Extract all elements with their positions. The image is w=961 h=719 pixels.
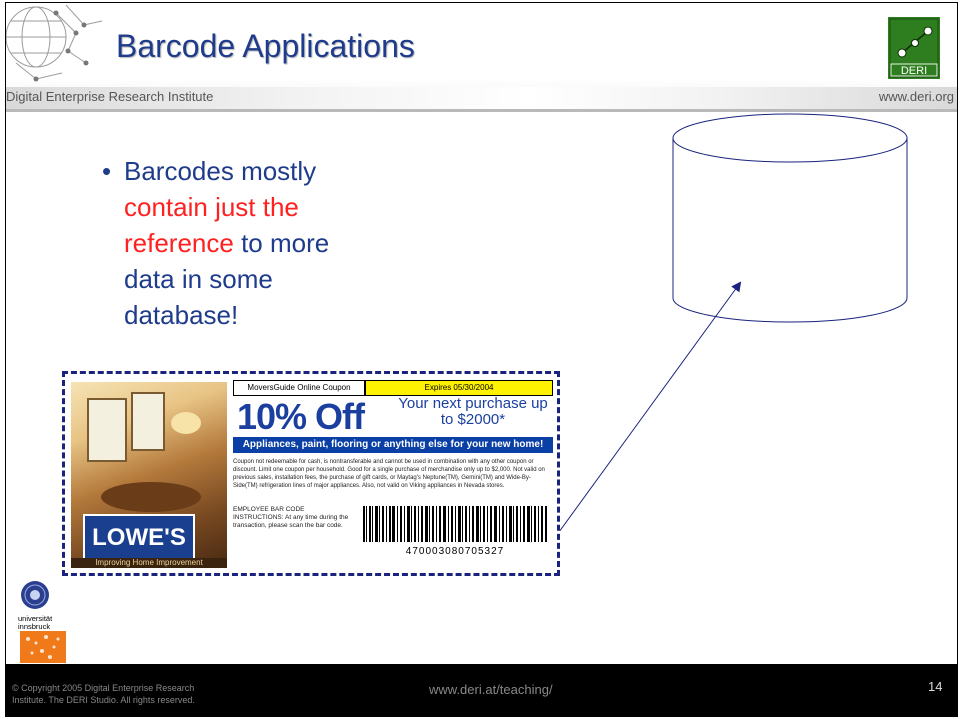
- university-innsbruck-logo: [20, 581, 66, 663]
- footer-copyright: © Copyright 2005 Digital Enterprise Rese…: [12, 682, 195, 706]
- coupon-fine-print: Coupon not redeemable for cash, is nontr…: [233, 459, 545, 489]
- reference-arrow: [550, 281, 742, 544]
- coupon-source: MoversGuide Online Coupon: [233, 380, 365, 396]
- slide-title: Barcode Applications: [116, 28, 415, 64]
- lowes-tagline: Improving Home Improvement: [71, 558, 227, 568]
- site-url: www.deri.org: [878, 89, 954, 104]
- bullet-text-plain-end: to more data in some database!: [124, 228, 330, 330]
- window-shape: [131, 392, 165, 451]
- database-cylinder-icon: [672, 113, 908, 323]
- bullet-point: • Barcodes mostly contain just the refer…: [102, 153, 384, 333]
- deri-logo: DERI: [888, 17, 940, 79]
- coupon: LOWE'S Improving Home Improvement Movers…: [62, 371, 560, 576]
- university-name-line1: universität: [18, 614, 53, 623]
- footer-copyright-line2: Institute. The DERI Studio. All rights r…: [12, 695, 195, 705]
- page-number: 14: [928, 679, 943, 694]
- university-name: universität innsbruck: [18, 615, 52, 631]
- footer-copyright-line1: © Copyright 2005 Digital Enterprise Rese…: [12, 683, 195, 693]
- window-shape: [87, 398, 127, 462]
- chandelier-shape: [171, 412, 201, 434]
- coupon-photo: LOWE'S Improving Home Improvement: [71, 382, 227, 568]
- bullet-text-plain: Barcodes mostly: [124, 156, 317, 186]
- bullet-text-highlight: contain just the reference: [124, 192, 299, 258]
- lowes-logo: LOWE'S: [83, 514, 195, 562]
- subheader-bar: [6, 87, 957, 109]
- slide: Barcode Applications DERI Digital Enterp…: [5, 2, 958, 717]
- footer-url: www.deri.at/teaching/: [429, 682, 553, 697]
- bullet-dot-icon: •: [102, 156, 112, 186]
- coupon-expiry: Expires 05/30/2004: [365, 380, 553, 396]
- coupon-banner: Appliances, paint, flooring or anything …: [233, 437, 553, 453]
- institute-name: Digital Enterprise Research Institute: [6, 89, 214, 104]
- coupon-discount: 10% Off: [237, 396, 365, 437]
- university-name-line2: innsbruck: [18, 622, 51, 631]
- globe-network-logo: [6, 4, 103, 82]
- footer: © Copyright 2005 Digital Enterprise Rese…: [6, 664, 957, 716]
- barcode-number: 470003080705327: [405, 546, 505, 557]
- coupon-employee-instructions: EMPLOYEE BAR CODE INSTRUCTIONS: At any t…: [233, 506, 349, 529]
- coupon-next-purchase: Your next purchase up to $2000*: [398, 395, 548, 428]
- table-shape: [101, 482, 201, 512]
- barcode: [363, 506, 547, 542]
- deri-logo-text: DERI: [901, 65, 927, 77]
- header-divider: [6, 109, 957, 112]
